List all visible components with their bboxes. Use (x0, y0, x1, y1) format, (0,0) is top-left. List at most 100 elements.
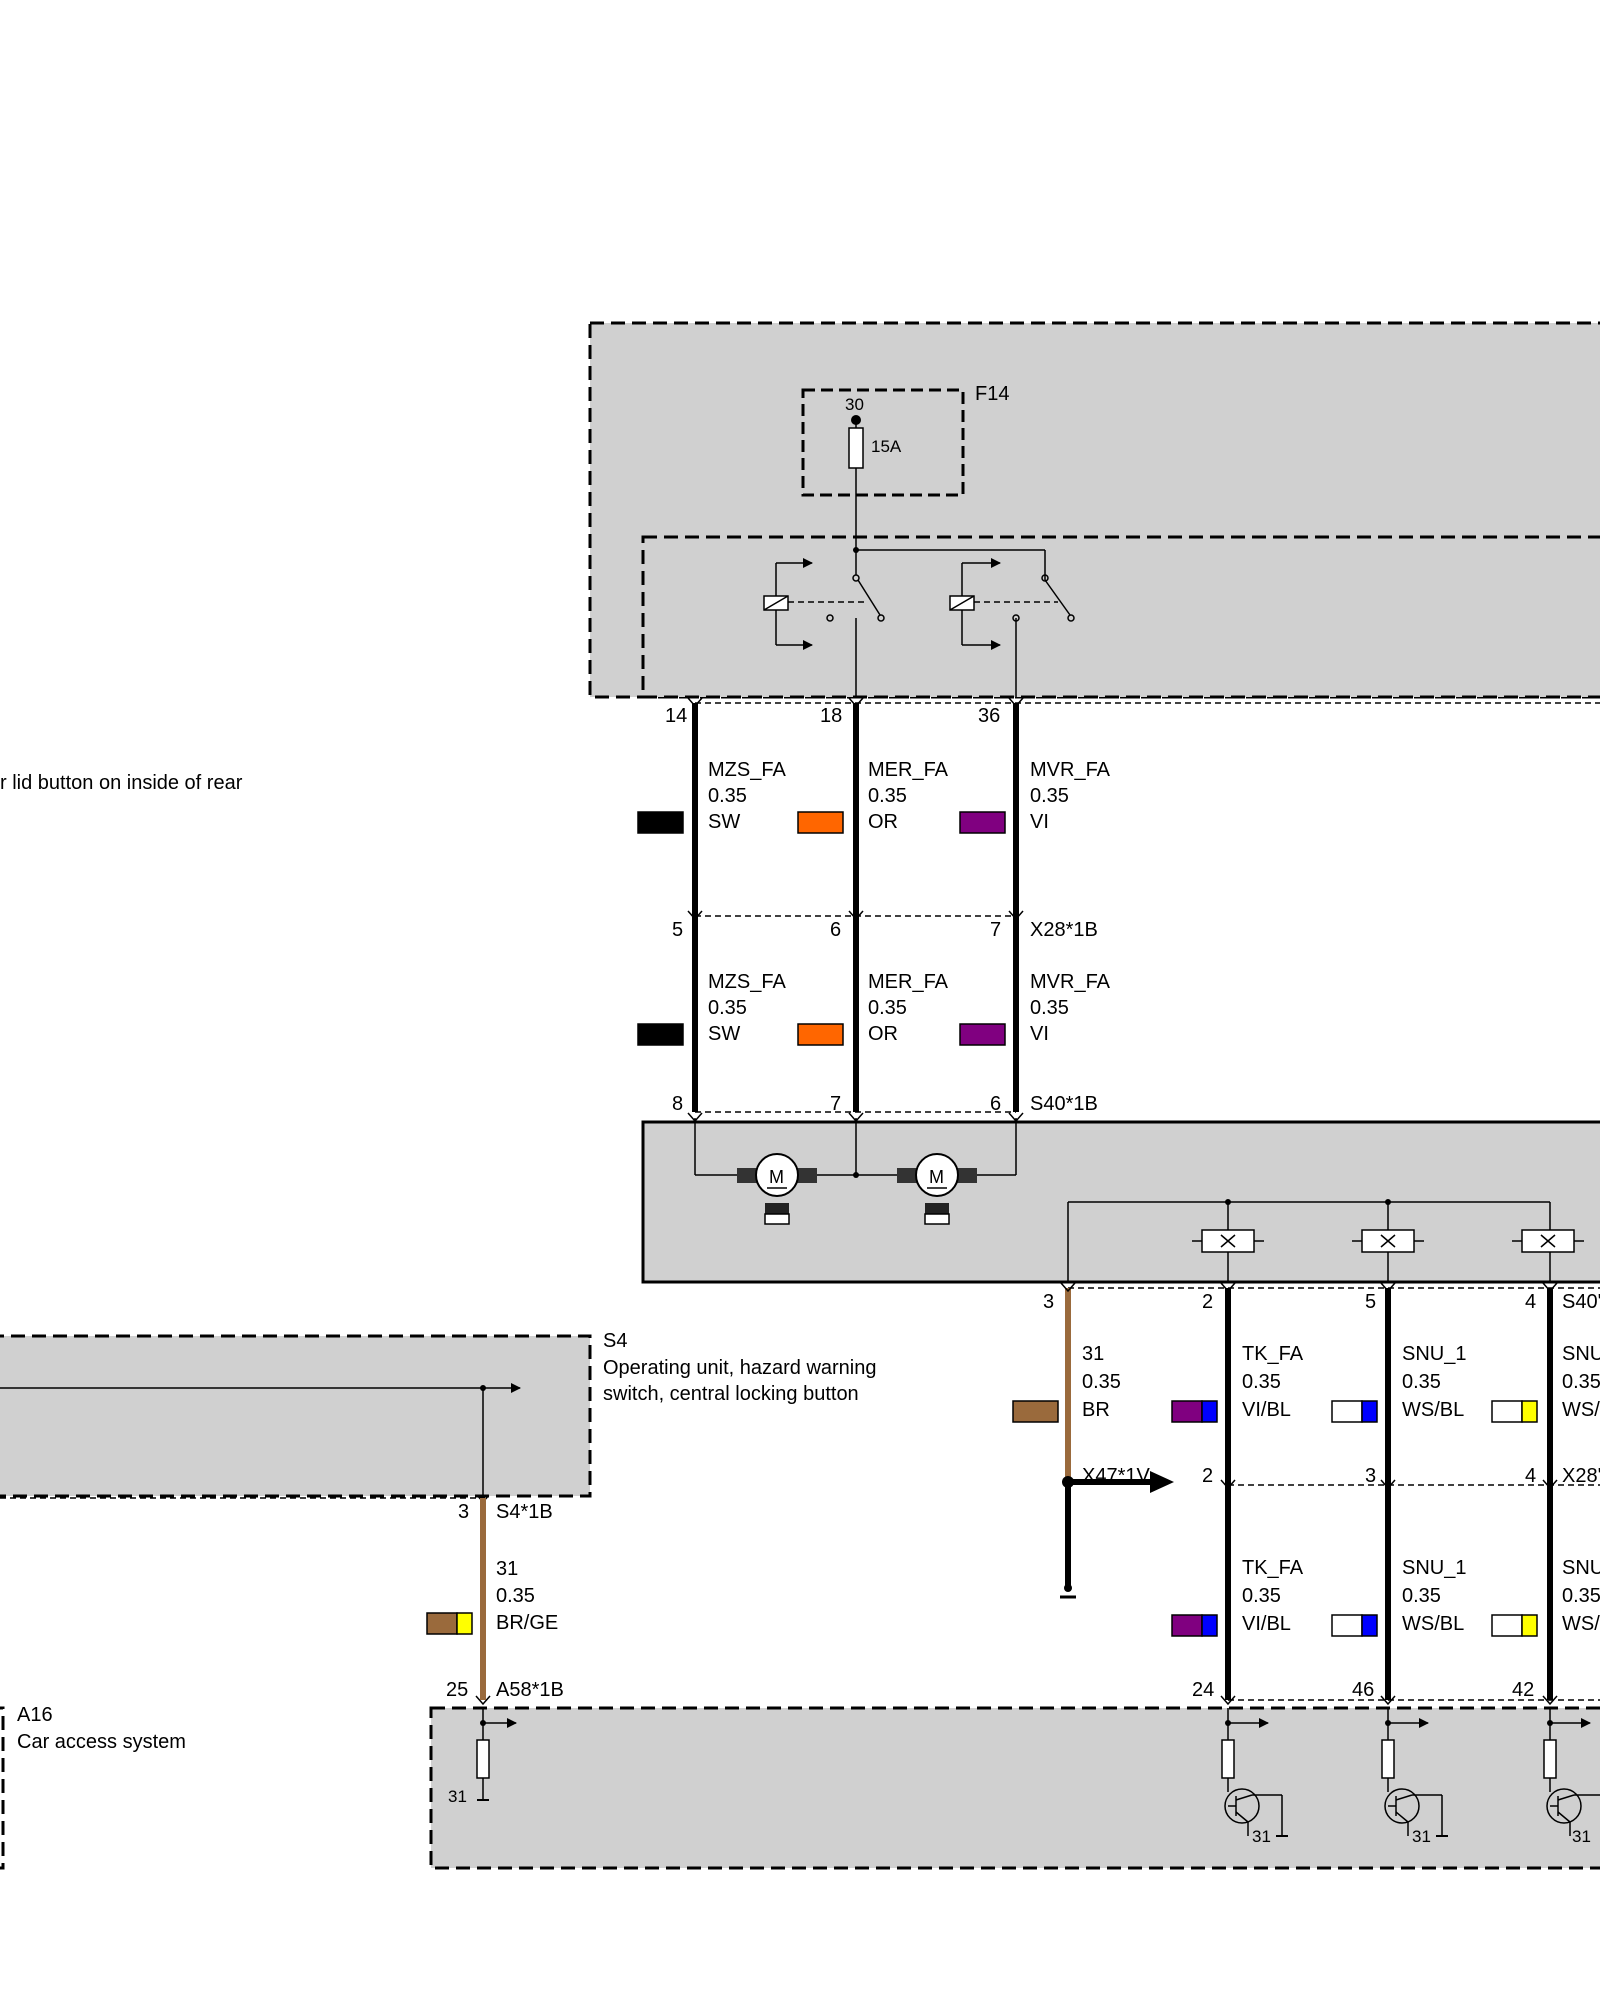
wire-size: 0.35 (1402, 1585, 1441, 1607)
connector-s40-cut-label: S40' (1562, 1291, 1600, 1313)
color-swatch-ws (1491, 1614, 1523, 1637)
wire-size: 0.35 (1402, 1371, 1441, 1393)
ground-label: 31 (448, 1787, 467, 1806)
wire-size: 0.35 (708, 997, 747, 1019)
pin-label: 6 (990, 1093, 1001, 1115)
wire-name: MER_FA (868, 971, 949, 993)
pin-label: 5 (672, 919, 683, 941)
pin-label: 3 (458, 1501, 469, 1523)
motor-icon: M (737, 1153, 817, 1225)
wire-size: 0.35 (1562, 1371, 1600, 1393)
wire-color-code: WS/BL (1402, 1613, 1464, 1635)
a16-output-24: 31 (1221, 1708, 1288, 1846)
motor-icon: M (897, 1153, 977, 1225)
wire-color-code: VI (1030, 1023, 1049, 1045)
color-swatch-bl (1361, 1614, 1378, 1637)
pin-label: 4 (1525, 1291, 1536, 1313)
a16-output-46: 31 (1381, 1708, 1448, 1846)
pin-label: 2 (1202, 1291, 1213, 1313)
wire-size: 0.35 (1242, 1585, 1281, 1607)
relay-module (588, 321, 1600, 699)
pin-label: 8 (672, 1093, 683, 1115)
connector-notches-lower (475, 1282, 1558, 1706)
wire-size: 0.35 (1030, 785, 1069, 807)
color-swatch-or (797, 1023, 844, 1046)
wire-color-code: BR (1082, 1399, 1110, 1421)
wire-name: MZS_FA (708, 971, 786, 993)
color-swatch-br (1012, 1400, 1059, 1423)
pin-label: 25 (446, 1679, 468, 1701)
wire-snu-1: 5 SNU_1 0.35 WS/BL 3 SNU_1 0.35 WS/BL 46 (1331, 1288, 1466, 1701)
wire-color-code: WS/BL (1402, 1399, 1464, 1421)
pin-label: 3 (1043, 1291, 1054, 1313)
wire-color-code: WS/ (1562, 1399, 1600, 1421)
wire-name: SNU (1562, 1557, 1600, 1579)
fuse-rating: 15A (871, 437, 902, 456)
ground-label: 31 (1412, 1827, 1431, 1846)
color-swatch-vi (1171, 1614, 1203, 1637)
pin-label: 18 (820, 705, 842, 727)
ground-label: 31 (1252, 1827, 1271, 1846)
color-swatch-ws (1331, 1400, 1363, 1423)
wire-color-code: WS/ (1562, 1613, 1600, 1635)
a16-module: A16 Car access system (0, 1704, 1600, 1870)
pin-label: 42 (1512, 1679, 1534, 1701)
a16-output-42: 31 (1543, 1708, 1600, 1846)
wire-size: 0.35 (1562, 1585, 1600, 1607)
wire-color-code: OR (868, 1023, 898, 1045)
wire-color-code: VI/BL (1242, 1399, 1291, 1421)
connector-notches-upper (687, 697, 1024, 1123)
wire-size: 0.35 (496, 1585, 535, 1607)
color-swatch-vi (959, 811, 1006, 834)
wire-size: 0.35 (708, 785, 747, 807)
connector-x28-label: X28*1B (1030, 919, 1098, 941)
wire-size: 0.35 (1082, 1371, 1121, 1393)
s4-desc-line2: switch, central locking button (603, 1383, 859, 1405)
cut-off-description: r lid button on inside of rear (0, 772, 243, 794)
wire-color-code: OR (868, 811, 898, 833)
connector-lines-lower (0, 1287, 1600, 1701)
color-swatch-ws (1491, 1400, 1523, 1423)
wire-name: MVR_FA (1030, 759, 1111, 781)
color-swatch-br (426, 1612, 458, 1635)
color-swatch-bl (1201, 1614, 1218, 1637)
wire-name: SNU_1 (1402, 1557, 1466, 1579)
wire-color-code: SW (708, 1023, 740, 1045)
wire-name: MVR_FA (1030, 971, 1111, 993)
pin-label: 24 (1192, 1679, 1214, 1701)
color-swatch-vi (1171, 1400, 1203, 1423)
wire-name: TK_FA (1242, 1343, 1304, 1365)
color-swatch-or (797, 811, 844, 834)
relay-switches (763, 547, 1075, 697)
color-swatch-sw (637, 1023, 684, 1046)
sensor-icon (1352, 1229, 1424, 1253)
color-swatch-ge (1521, 1614, 1538, 1637)
a16-input-25: 31 (448, 1708, 517, 1806)
color-swatch-sw (637, 811, 684, 834)
connector-x47-label: X47*1V (1082, 1465, 1150, 1487)
s4-id: S4 (603, 1330, 627, 1352)
wire-color-code: VI (1030, 811, 1049, 833)
wire-ground-31: 3 31 0.35 BR X47*1V (1012, 1288, 1174, 1599)
wire-snu: 4 S40' SNU 0.35 WS/ 4 X28' SNU 0.35 WS/ … (1491, 1288, 1600, 1701)
pin-label: 4 (1525, 1465, 1536, 1487)
wire-name: 31 (1082, 1343, 1104, 1365)
motor-module: M M (641, 1118, 1600, 1284)
wire-mvr-fa: 36 MVR_FA 0.35 VI 7 X28*1B MVR_FA 0.35 V… (959, 703, 1111, 1115)
pin-label: 2 (1202, 1465, 1213, 1487)
connector-lines-upper (695, 702, 1600, 1113)
fuse-f14: F14 30 15A (801, 383, 1009, 550)
wire-mer-fa: 18 MER_FA 0.35 OR 6 MER_FA 0.35 OR 7 (797, 703, 949, 1115)
wire-color-code: SW (708, 811, 740, 833)
ground-label: 31 (1572, 1827, 1591, 1846)
sensor-icon (1192, 1229, 1264, 1253)
pin-label: 14 (665, 705, 687, 727)
color-swatch-ge (1521, 1400, 1538, 1423)
wire-name: 31 (496, 1558, 518, 1580)
color-swatch-bl (1201, 1400, 1218, 1423)
pin-label: 6 (830, 919, 841, 941)
pin-label: 3 (1365, 1465, 1376, 1487)
a16-id: A16 (17, 1704, 53, 1726)
fuse-terminal: 30 (845, 395, 864, 414)
